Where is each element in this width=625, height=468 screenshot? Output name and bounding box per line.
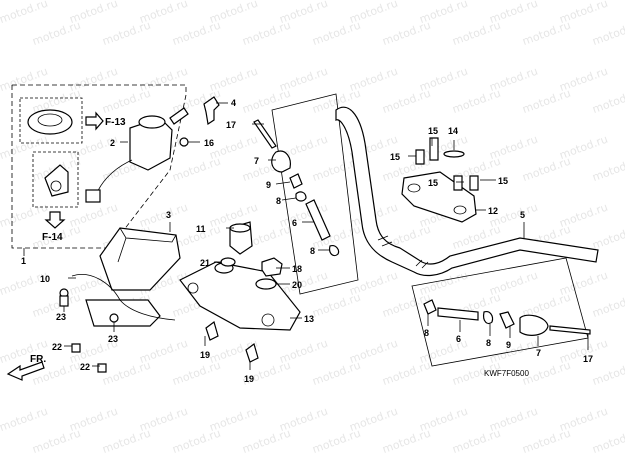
watermark-text: motod.ru [101, 87, 153, 116]
watermark-text: motod.ru [171, 155, 223, 184]
fasteners [71, 343, 107, 373]
leader-lines [23, 102, 589, 370]
watermark-text: motod.ru [0, 0, 50, 26]
watermark-text: motod.ru [591, 87, 625, 116]
label-16: 16 [204, 138, 214, 148]
watermark-text: motod.ru [521, 155, 573, 184]
label-7b: 7 [536, 348, 541, 358]
label-5: 5 [520, 210, 525, 220]
label-15d: 15 [498, 176, 508, 186]
label-6a: 6 [292, 218, 297, 228]
watermark-text: motod.ru [381, 19, 433, 48]
label-13: 13 [304, 314, 314, 324]
label-11: 11 [196, 224, 206, 234]
label-8b: 8 [310, 246, 315, 256]
watermark-text: motod.ru [311, 19, 363, 48]
label-20: 20 [292, 280, 302, 290]
watermark-text: motod.ru [0, 405, 50, 434]
watermark-text: motod.ru [521, 87, 573, 116]
label-9a: 9 [266, 180, 271, 190]
diagram-code: KWF7F0500 [484, 369, 529, 378]
left-balancer-group [253, 119, 340, 257]
front-arrow: FR. [6, 354, 46, 381]
watermark-text: motod.ru [101, 359, 153, 388]
label-22b: 22 [80, 362, 90, 372]
watermark-text: motod.ru [521, 19, 573, 48]
watermark-text: motod.ru [101, 19, 153, 48]
watermark-text: motod.ru [451, 19, 503, 48]
watermark-text: motod.ru [241, 87, 293, 116]
watermark-text: motod.ru [241, 19, 293, 48]
label-17a: 17 [226, 120, 236, 130]
watermark-text: motod.ru [451, 427, 503, 456]
watermark-text: motod.ru [0, 133, 50, 162]
label-23b: 23 [108, 334, 118, 344]
label-15b: 15 [390, 152, 400, 162]
watermark-text: motod.ru [0, 201, 50, 230]
label-1: 1 [21, 256, 26, 266]
watermark-text: motod.ru [451, 87, 503, 116]
watermark-text: motod.ru [381, 427, 433, 456]
watermark-text: motod.ru [311, 427, 363, 456]
part-labels: 1 2 3 4 5 6 6 7 7 8 8 8 8 9 9 10 11 12 1… [21, 98, 593, 384]
label-8c: 8 [424, 328, 429, 338]
watermark-text: motod.ru [591, 223, 625, 252]
watermark-text: motod.ru [31, 427, 83, 456]
watermark-text: motod.ru [311, 359, 363, 388]
watermark-text: motod.ru [311, 291, 363, 320]
watermark-text: motod.ru [171, 19, 223, 48]
watermark-text: motod.ru [171, 359, 223, 388]
label-18: 18 [292, 264, 302, 274]
watermark-text: motod.ru [31, 19, 83, 48]
handlebar-holder-group [401, 137, 479, 223]
label-7a: 7 [254, 156, 259, 166]
watermark-layer: motod.ru motod.ru motod.ru motod.ru motod.ru… [0, 0, 625, 456]
label-19b: 19 [244, 374, 254, 384]
label-14: 14 [448, 126, 458, 136]
label-15a: 15 [428, 126, 438, 136]
label-2: 2 [110, 138, 115, 148]
watermark-text: motod.ru [381, 359, 433, 388]
front-label: FR. [30, 354, 46, 365]
top-bridge-cover [99, 227, 181, 291]
label-12: 12 [488, 206, 498, 216]
watermark-text: motod.ru [101, 427, 153, 456]
label-19a: 19 [200, 350, 210, 360]
watermark-text: motod.ru [591, 427, 625, 456]
label-3: 3 [166, 210, 171, 220]
stem-nut-group [220, 221, 283, 290]
label-22a: 22 [52, 342, 62, 352]
label-21: 21 [200, 258, 210, 268]
label-6b: 6 [456, 334, 461, 344]
label-15c: 15 [428, 178, 438, 188]
label-9b: 9 [506, 340, 511, 350]
ref-f13: F-13 [105, 117, 126, 128]
watermark-text: motod.ru [241, 427, 293, 456]
label-23a: 23 [56, 312, 66, 322]
watermark-text: motod.ru [171, 427, 223, 456]
ref-f14: F-14 [42, 232, 63, 243]
watermark-text: motod.ru [591, 359, 625, 388]
right-balancer-group [423, 299, 591, 336]
label-8d: 8 [486, 338, 491, 348]
cable-bracket [59, 274, 176, 327]
label-10: 10 [40, 274, 50, 284]
label-4: 4 [231, 98, 236, 108]
label-8a: 8 [276, 196, 281, 206]
label-17b: 17 [583, 354, 593, 364]
watermark-text: motod.ru [381, 87, 433, 116]
watermark-text: motod.ru [591, 291, 625, 320]
ignition-switch-group: F-13 F-14 [11, 84, 220, 249]
watermark-text: motod.ru [591, 155, 625, 184]
watermark-text: motod.ru [521, 427, 573, 456]
handlebar [335, 106, 599, 277]
watermark-text: motod.ru [0, 65, 50, 94]
watermark-text: motod.ru [591, 19, 625, 48]
